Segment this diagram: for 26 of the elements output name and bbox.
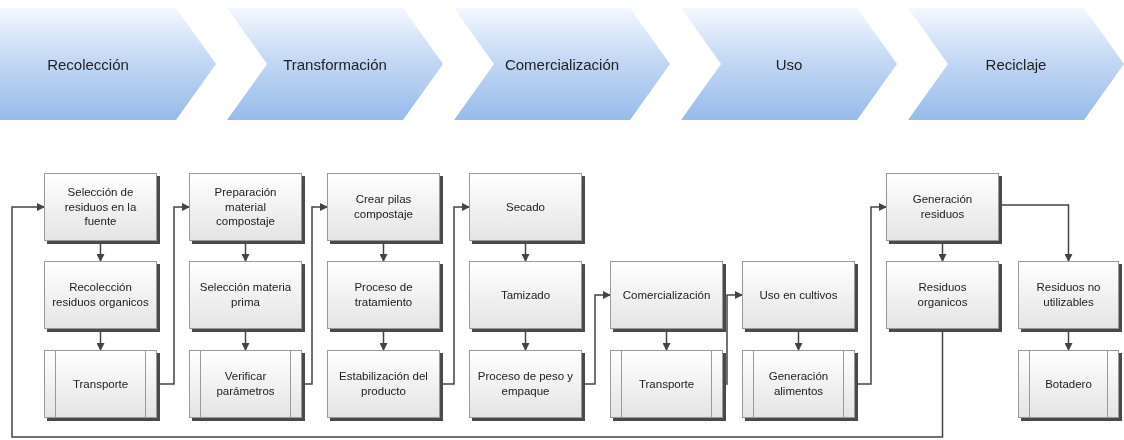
subprocess-box: Transporte	[610, 350, 723, 418]
process-box: Tamizado	[469, 261, 582, 329]
stage-banner: Reciclaje	[908, 8, 1124, 120]
process-box: Estabilización del producto	[327, 350, 440, 418]
process-box: Preparación material compostaje	[189, 173, 302, 241]
process-box: Residuos no utilizables	[1018, 261, 1119, 329]
stage-banner: Recolección	[0, 8, 216, 120]
process-box: Recolección residuos organicos	[44, 261, 157, 329]
process-box: Proceso de tratamiento	[327, 261, 440, 329]
stage-banner: Comercialización	[454, 8, 670, 120]
process-box: Secado	[469, 173, 582, 241]
arrow	[11, 203, 944, 438]
process-box: Selección materia prima	[189, 261, 302, 329]
subprocess-box: Transporte	[44, 350, 157, 418]
process-box: Residuos organicos	[886, 261, 999, 329]
process-box: Comercialización	[610, 261, 723, 329]
process-box: Proceso de peso y empaque	[469, 350, 582, 418]
subprocess-box: Generación alimentos	[742, 350, 855, 418]
subprocess-box: Verificar parámetros	[189, 350, 302, 418]
subprocess-box: Botadero	[1018, 350, 1119, 418]
process-box: Selección de residuos en la fuente	[44, 173, 157, 241]
process-box: Generación residuos	[886, 173, 999, 241]
stage-banner: Uso	[681, 8, 897, 120]
process-box: Uso en cultivos	[742, 261, 855, 329]
stage-banner: Transformación	[227, 8, 443, 120]
process-box: Crear pilas compostaje	[327, 173, 440, 241]
